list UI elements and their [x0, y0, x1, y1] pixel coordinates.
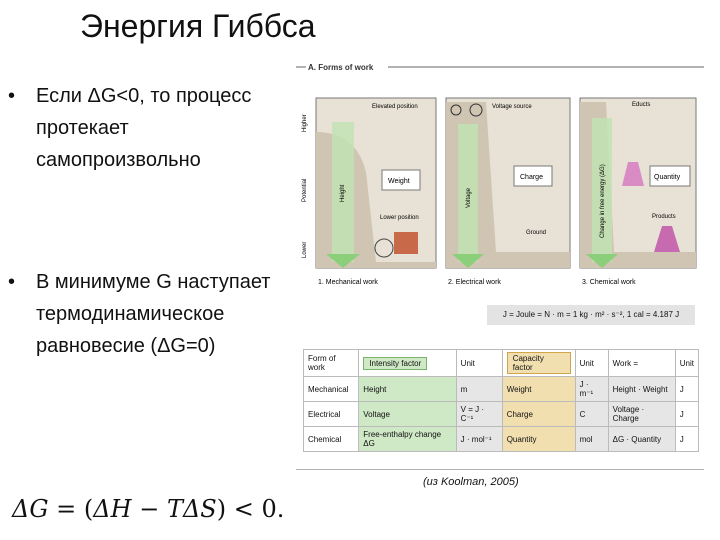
table-header-cell: Capacity factor: [501, 349, 576, 377]
formula-equals: =: [56, 495, 77, 523]
charge-box: [513, 165, 553, 187]
table-cell: Chemical: [302, 426, 360, 452]
table-cell: J: [674, 426, 700, 452]
svg-text:1. Mechanical work: 1. Mechanical work: [318, 279, 378, 286]
table-cell: Voltage: [358, 401, 457, 427]
formula-less-than: <: [233, 495, 254, 523]
table-cell: Height · Weight: [607, 376, 676, 402]
formula-lhs: ΔG: [12, 495, 49, 523]
bullet-text: Если ΔG<0, то процесс протекает самопрои…: [36, 85, 252, 171]
table-cell: Height: [358, 376, 457, 402]
flask-icon: [654, 226, 680, 252]
table-cell: Weight: [501, 376, 576, 402]
formula-paren: ): [216, 495, 227, 523]
formula-dh: ΔH: [93, 495, 132, 523]
table-header-cell: Form of work: [302, 349, 360, 377]
svg-text:Products: Products: [652, 214, 676, 220]
voltage-source-icon: [469, 103, 483, 117]
svg-text:Higher: Higher: [302, 114, 308, 132]
svg-text:Potential: Potential: [302, 179, 308, 202]
svg-text:Change in free energy (ΔG): Change in free energy (ΔG): [600, 164, 606, 238]
table-header-cell: Intensity factor: [358, 349, 457, 377]
table-cell: C: [574, 401, 609, 427]
table-cell: Voltage · Charge: [607, 401, 676, 427]
bullet-marker: •: [8, 85, 16, 107]
figure-illustration: A. Forms of work Weight Elevated positio…: [296, 63, 704, 471]
quantity-box: [649, 165, 691, 187]
table-header-cell: Unit: [674, 349, 700, 377]
svg-text:Lower position: Lower position: [380, 215, 419, 221]
svg-text:2. Electrical work: 2. Electrical work: [448, 279, 501, 286]
page-title: Энергия Гиббса: [80, 8, 316, 44]
table-row: Chemical Free-enthalpy change ΔG J · mol…: [302, 426, 700, 452]
table-header-row: Form of work Intensity factor Unit Capac…: [302, 349, 700, 377]
figure-header: A. Forms of work: [308, 63, 374, 72]
energy-arrow: [592, 118, 612, 262]
table-cell: J: [674, 401, 700, 427]
formula-paren: (: [83, 495, 94, 523]
formula-tds: TΔS: [166, 495, 217, 523]
table-cell: J · m⁻¹: [574, 376, 609, 402]
weight-box: [381, 169, 421, 191]
citation: (из Koolman, 2005): [423, 476, 519, 488]
formula-zero: 0.: [261, 495, 285, 523]
bullet-text: В минимуме G наступает термодинамическое…: [36, 271, 271, 357]
table-cell: V = J · C⁻¹: [455, 401, 503, 427]
table-row: Mechanical Height m Weight J · m⁻¹ Heigh…: [302, 376, 700, 402]
table-header-cell: Unit: [455, 349, 503, 377]
svg-text:Quantity: Quantity: [654, 174, 681, 181]
table-cell: ΔG · Quantity: [607, 426, 676, 452]
table-row: Electrical Voltage V = J · C⁻¹ Charge C …: [302, 401, 700, 427]
svg-text:Height: Height: [340, 184, 346, 202]
table-header-cell: Work =: [607, 349, 676, 377]
svg-text:Ground: Ground: [526, 230, 546, 236]
work-table: Form of work Intensity factor Unit Capac…: [302, 349, 700, 452]
flask-icon: [622, 162, 644, 186]
table-cell: Electrical: [302, 401, 360, 427]
table-cell: m: [455, 376, 503, 402]
table-cell: J: [674, 376, 700, 402]
gibbs-formula: ΔG = (ΔH − TΔS) < 0.: [12, 495, 284, 523]
svg-text:3. Chemical work: 3. Chemical work: [582, 279, 636, 286]
svg-text:Elevated position: Elevated position: [372, 104, 418, 110]
table-cell: Quantity: [501, 426, 576, 452]
minus-pole-icon: [450, 104, 462, 116]
waterwheel-icon: [374, 238, 394, 258]
svg-text:Voltage: Voltage: [466, 187, 472, 208]
table-cell: Charge: [501, 401, 576, 427]
svg-text:Weight: Weight: [388, 178, 410, 185]
svg-text:Lower: Lower: [302, 242, 308, 258]
bullet-marker: •: [8, 271, 16, 293]
table-cell: Mechanical: [302, 376, 360, 402]
joule-definition: J = Joule = N · m = 1 kg · m² · s⁻², 1 c…: [487, 305, 695, 325]
svg-text:Voltage source: Voltage source: [492, 104, 532, 110]
house-icon: [394, 232, 418, 254]
height-arrow: [332, 122, 354, 262]
svg-text:Educts: Educts: [632, 102, 650, 108]
table-cell: mol: [574, 426, 609, 452]
table-cell: J · mol⁻¹: [455, 426, 503, 452]
voltage-arrow: [458, 124, 478, 262]
table-cell: Free-enthalpy change ΔG: [358, 426, 457, 452]
formula-minus: −: [139, 495, 160, 523]
svg-text:Charge: Charge: [520, 174, 543, 181]
table-header-cell: Unit: [574, 349, 609, 377]
